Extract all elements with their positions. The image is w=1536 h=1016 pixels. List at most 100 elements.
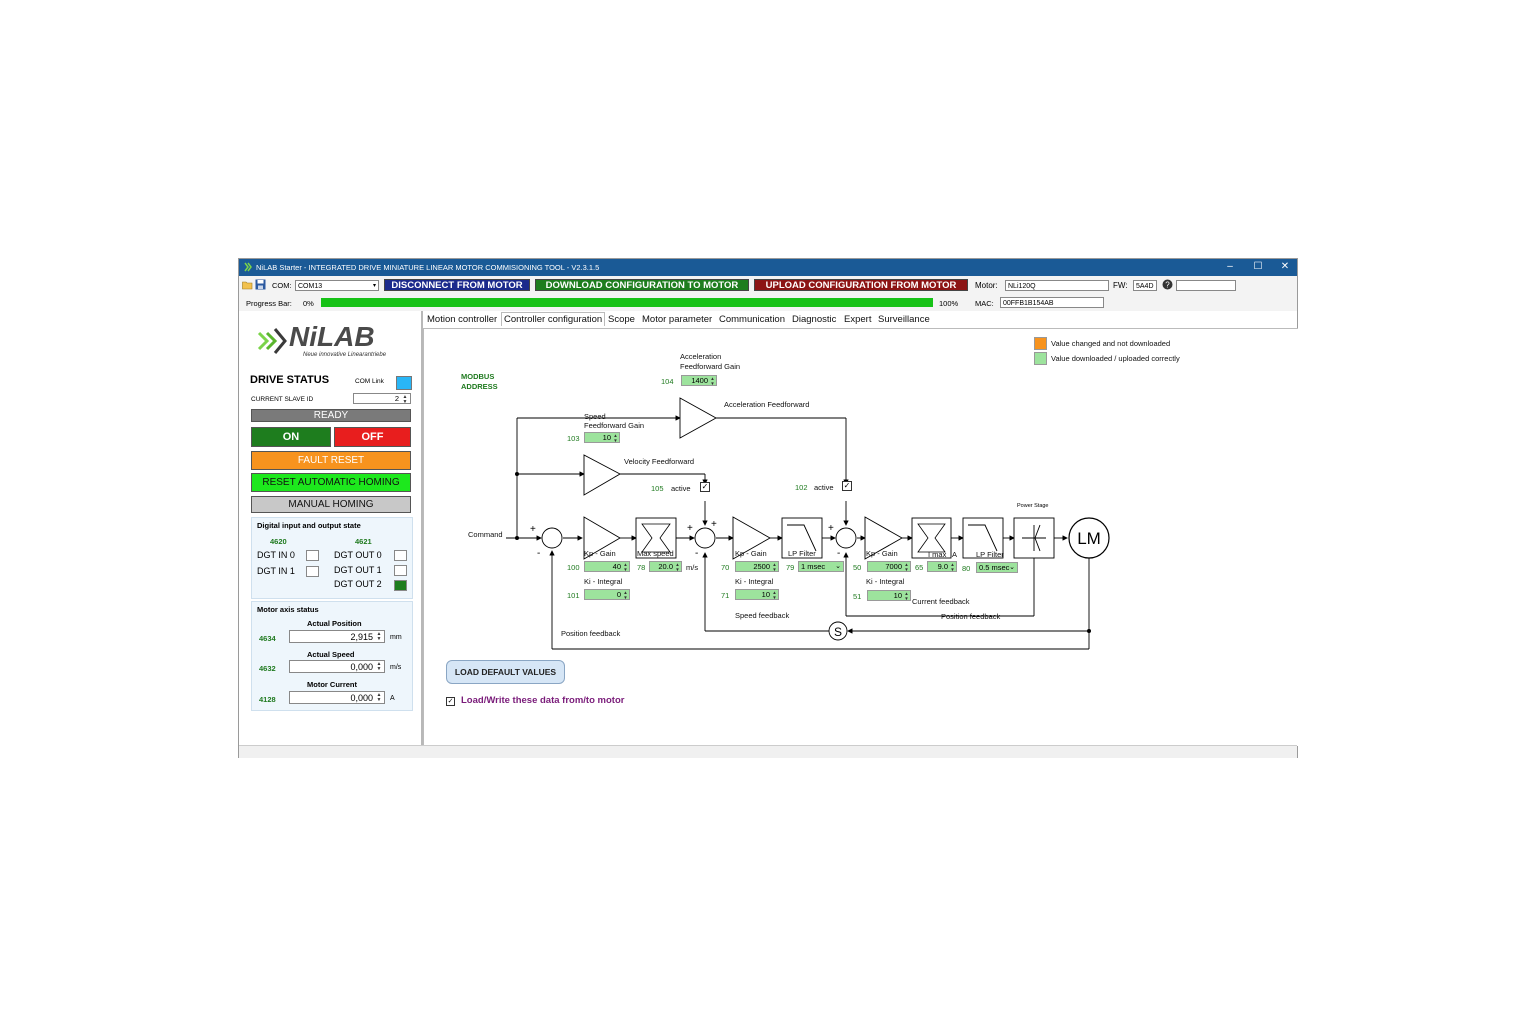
logo-tagline: Neue innovative Linearantriebe xyxy=(303,352,387,358)
pos-kp-field[interactable]: 40▲▼ xyxy=(584,561,630,572)
speed-feedback-label: Speed feedback xyxy=(735,611,790,620)
dgt-in1-label: DGT IN 1 xyxy=(257,566,295,576)
motor-current-address: 4128 xyxy=(259,695,276,704)
speed-ki-value: 10 xyxy=(761,590,770,599)
speed-ff-gain-field[interactable]: 10▲▼ xyxy=(584,432,620,443)
spinner-arrows-icon[interactable]: ▲▼ xyxy=(904,562,909,572)
spinner-arrows-icon[interactable]: ▲▼ xyxy=(623,590,628,600)
max-speed-field[interactable]: 20.0▲▼ xyxy=(649,561,682,572)
tab-scope[interactable]: Scope xyxy=(608,314,635,325)
pos-ki-field[interactable]: 0▲▼ xyxy=(584,589,630,600)
disconnect-button[interactable]: DISCONNECT FROM MOTOR xyxy=(384,279,530,291)
actual-position-field[interactable]: 2,915▲▼ xyxy=(289,630,385,643)
tab-motion-controller[interactable]: Motion controller xyxy=(427,314,498,325)
speed-kp-field[interactable]: 2500▲▼ xyxy=(735,561,779,572)
spinner-arrows-icon[interactable]: ▲▼ xyxy=(376,661,382,672)
lp-filter-2-select[interactable]: 0.5 msec⌄ xyxy=(976,562,1018,573)
fault-reset-button[interactable]: FAULT RESET xyxy=(251,451,411,470)
pos-ki-label: Ki - Integral xyxy=(584,577,623,586)
mac-field[interactable]: 00FFB1B154AB xyxy=(1000,297,1104,308)
tab-communication[interactable]: Communication xyxy=(719,314,785,325)
maximize-button[interactable]: ☐ xyxy=(1253,261,1263,272)
com-select[interactable]: COM13▾ xyxy=(295,280,379,291)
tab-controller-configuration[interactable]: Controller configuration xyxy=(501,312,606,326)
spinner-arrows-icon[interactable]: ▲▼ xyxy=(904,591,909,601)
speed-ff-gain-label-2: Feedforward Gain xyxy=(584,421,645,430)
spinner-arrows-icon[interactable]: ▲▼ xyxy=(376,692,382,703)
status-bar xyxy=(239,745,1297,758)
save-icon[interactable] xyxy=(255,279,266,290)
current-ki-field[interactable]: 10▲▼ xyxy=(867,590,911,601)
com-select-value: COM13 xyxy=(298,283,323,290)
speed-kp-address: 70 xyxy=(721,563,730,572)
acc-ff-address: 104 xyxy=(661,377,674,386)
controller-block-diagram: + - + + - + - S LM Power Stage xyxy=(506,397,1110,650)
motor-current-label: Motor Current xyxy=(307,680,357,689)
motor-field[interactable]: NLi120Q xyxy=(1005,280,1109,291)
load-default-values-button[interactable]: LOAD DEFAULT VALUES xyxy=(446,660,565,684)
title-bar: NiLAB Starter - INTEGRATED DRIVE MINIATU… xyxy=(239,259,1297,276)
tab-expert[interactable]: Expert xyxy=(844,314,872,325)
actual-speed-label: Actual Speed xyxy=(307,650,355,659)
on-button[interactable]: ON xyxy=(251,427,331,447)
spinner-arrows-icon[interactable]: ▲▼ xyxy=(772,590,777,600)
sum3-plus-a: + xyxy=(828,523,834,534)
download-config-button[interactable]: DOWNLOAD CONFIGURATION TO MOTOR xyxy=(535,279,749,291)
velocity-ff-label: Velocity Feedforward xyxy=(624,457,695,466)
mac-label: MAC: xyxy=(975,299,994,308)
acc-ff-gain-value: 1400 xyxy=(691,376,708,385)
close-button[interactable]: ✕ xyxy=(1280,261,1290,272)
svg-text:?: ? xyxy=(1165,280,1170,289)
actual-speed-unit: m/s xyxy=(390,664,402,671)
slave-id-spinner[interactable]: 2▲▼ xyxy=(353,393,411,405)
spinner-arrows-icon[interactable]: ▲▼ xyxy=(613,433,618,443)
spinner-arrows-icon[interactable]: ▲▼ xyxy=(675,562,680,572)
imax-field[interactable]: 9.0▲▼ xyxy=(927,561,957,572)
active-102-checkbox[interactable]: ✓ xyxy=(842,481,852,491)
tab-motor-parameter[interactable]: Motor parameter xyxy=(642,314,713,325)
acc-ff-label: Acceleration Feedforward xyxy=(724,400,810,409)
active-105-checkbox[interactable]: ✓ xyxy=(700,482,710,492)
chevron-down-icon: ⌄ xyxy=(835,563,841,570)
spinner-arrows-icon[interactable]: ▲▼ xyxy=(623,562,628,572)
sum2-plus-b: + xyxy=(711,519,717,530)
dgt-out2-indicator[interactable] xyxy=(394,580,407,591)
extra-field[interactable] xyxy=(1176,280,1236,291)
tab-diagnostic[interactable]: Diagnostic xyxy=(792,314,837,325)
speed-ff-address: 103 xyxy=(567,434,580,443)
help-icon[interactable]: ? xyxy=(1162,279,1173,290)
tab-bar: Motion controller Controller configurati… xyxy=(423,311,1297,328)
sum2-plus-a: + xyxy=(687,523,693,534)
digital-in-address: 4620 xyxy=(270,537,287,546)
current-ki-value: 10 xyxy=(893,591,902,600)
spinner-arrows-icon[interactable]: ▲▼ xyxy=(710,376,715,386)
open-folder-icon[interactable] xyxy=(242,279,253,290)
actual-speed-field[interactable]: 0,000▲▼ xyxy=(289,660,385,673)
acc-ff-gain-field[interactable]: 1400▲▼ xyxy=(681,375,717,386)
pos-ki-address: 101 xyxy=(567,591,580,600)
spinner-arrows-icon[interactable]: ▲▼ xyxy=(376,631,382,642)
spinner-arrows-icon[interactable]: ▲▼ xyxy=(772,562,777,572)
lp-filter-1-select[interactable]: 1 msec⌄ xyxy=(798,561,844,572)
reset-homing-button[interactable]: RESET AUTOMATIC HOMING xyxy=(251,473,411,492)
dgt-out1-indicator[interactable] xyxy=(394,565,407,576)
spinner-arrows-icon[interactable]: ▲▼ xyxy=(950,562,955,572)
load-write-checkbox[interactable]: ✓ xyxy=(446,697,455,706)
dgt-out0-indicator[interactable] xyxy=(394,550,407,561)
tab-surveillance[interactable]: Surveillance xyxy=(878,314,930,325)
upload-config-button[interactable]: UPLOAD CONFIGURATION FROM MOTOR xyxy=(754,279,968,291)
minimize-button[interactable]: – xyxy=(1227,261,1233,272)
pos-kp-value: 40 xyxy=(612,562,621,571)
speed-ki-field[interactable]: 10▲▼ xyxy=(735,589,779,600)
current-kp-field[interactable]: 7000▲▼ xyxy=(867,561,911,572)
pos-ki-value: 0 xyxy=(616,590,621,599)
pos-kp-label: Kp - Gain xyxy=(584,549,616,558)
fw-field[interactable]: 5A4D xyxy=(1133,280,1157,291)
motor-current-field[interactable]: 0,000▲▼ xyxy=(289,691,385,704)
manual-homing-button[interactable]: MANUAL HOMING xyxy=(251,496,411,513)
sum2-minus: - xyxy=(695,548,698,559)
lp-filter-2-address: 80 xyxy=(962,564,971,573)
spinner-arrows-icon[interactable]: ▲▼ xyxy=(402,394,408,405)
speed-kp-label: Kp - Gain xyxy=(735,549,767,558)
off-button[interactable]: OFF xyxy=(334,427,411,447)
